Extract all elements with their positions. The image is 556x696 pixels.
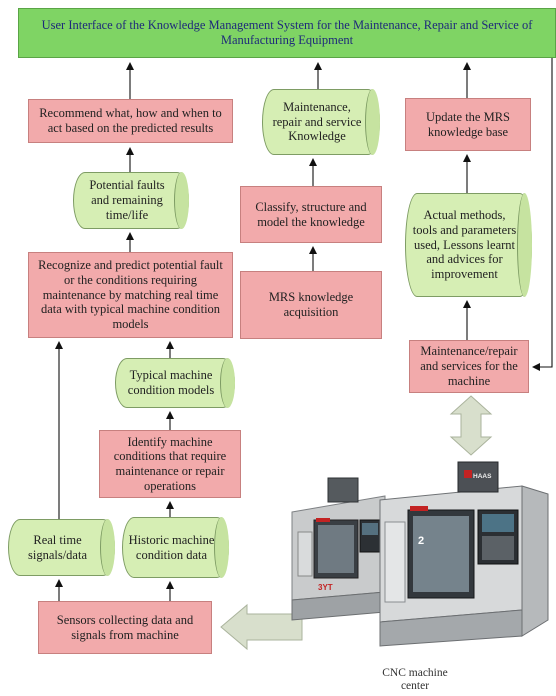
badge-left-text: 3YT (318, 583, 333, 592)
typical-models-label: Typical machine condition models (127, 368, 215, 397)
realtime-signals-store: Real time signals/data (8, 519, 115, 576)
haas-logo-text: HAAS (473, 473, 492, 480)
maintenance-services-label: Maintenance/repair and services for the … (420, 344, 518, 388)
maintenance-knowledge-label: Maintenance, repair and service Knowledg… (272, 99, 362, 144)
sensors-box: Sensors collecting data and signals from… (38, 601, 212, 654)
cnc-machine-left: 3YT (291, 477, 386, 621)
arrow-header-to-services (532, 58, 553, 371)
system-ui-header: User Interface of the Knowledge Manageme… (18, 8, 556, 58)
actual-methods-label: Actual methods, tools and parameters use… (412, 208, 517, 282)
badge-right-text: 2 (418, 535, 424, 547)
classify-knowledge-label: Classify, structure and model the knowle… (255, 199, 367, 229)
recommend-action-box: Recommend what, how and when to act base… (28, 99, 233, 143)
mrs-acquisition-label: MRS knowledge acquisition (268, 290, 354, 319)
realtime-signals-label: Real time signals/data (27, 532, 87, 562)
identify-conditions-box: Identify machine conditions that require… (99, 430, 241, 498)
recognize-predict-label: Recognize and predict potential fault or… (38, 258, 223, 332)
typical-models-store: Typical machine condition models (115, 358, 235, 408)
update-mrs-label: Update the MRS knowledge base (425, 109, 511, 139)
recognize-predict-box: Recognize and predict potential fault or… (28, 252, 233, 338)
machine-caption: CNC machine center (382, 667, 448, 693)
header-title: User Interface of the Knowledge Manageme… (41, 18, 533, 47)
update-mrs-box: Update the MRS knowledge base (405, 98, 531, 151)
cnc-machine-image: 3YT HAAS 2 (291, 461, 549, 647)
potential-faults-label: Potential faults and remaining time/life (89, 178, 165, 222)
classify-knowledge-box: Classify, structure and model the knowle… (240, 186, 382, 243)
historic-data-store: Historic machine condition data (122, 517, 229, 578)
arrow-machine-to-sensors (220, 603, 303, 651)
sensors-label: Sensors collecting data and signals from… (56, 612, 194, 642)
identify-conditions-label: Identify machine conditions that require… (113, 434, 227, 493)
historic-data-label: Historic machine condition data (128, 532, 215, 562)
double-arrow-services-machine (449, 395, 493, 456)
potential-faults-store: Potential faults and remaining time/life (73, 172, 189, 229)
recommend-action-label: Recommend what, how and when to act base… (39, 106, 222, 135)
maintenance-knowledge-store: Maintenance, repair and service Knowledg… (262, 89, 380, 155)
maintenance-services-box: Maintenance/repair and services for the … (409, 340, 529, 393)
actual-methods-store: Actual methods, tools and parameters use… (405, 193, 532, 297)
cnc-machine-right: HAAS 2 (379, 461, 549, 647)
mrs-acquisition-box: MRS knowledge acquisition (240, 271, 382, 339)
